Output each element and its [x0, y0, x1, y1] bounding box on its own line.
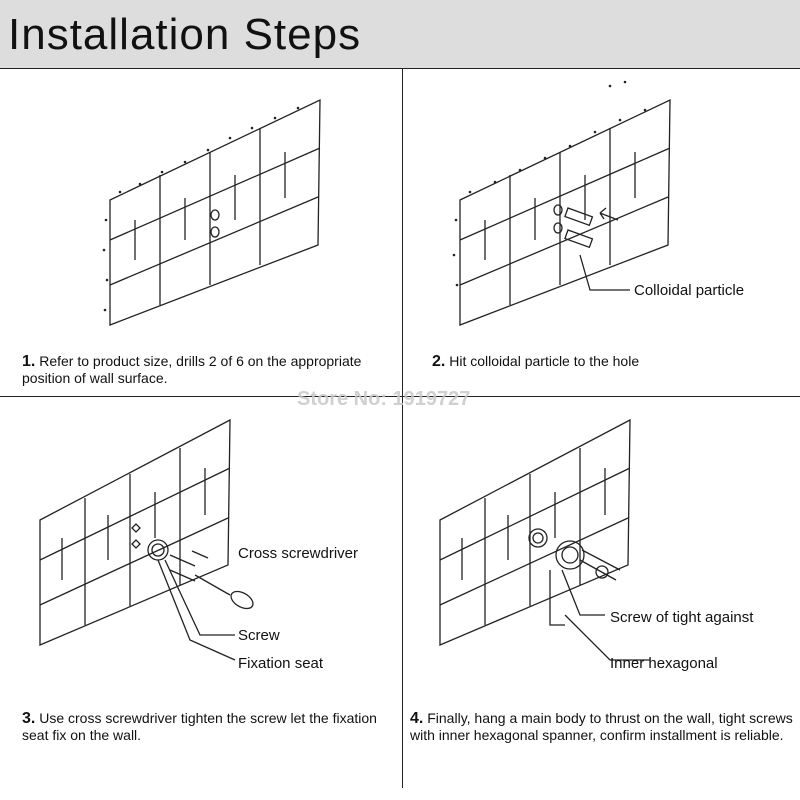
divider-top: [0, 68, 800, 69]
wall-illustration-step3: [39, 418, 254, 661]
step-text: Use cross screwdriver tighten the screw …: [22, 710, 377, 743]
step-text: Hit colloidal particle to the hole: [449, 353, 640, 369]
label-fixation-seat: Fixation seat: [238, 655, 324, 672]
store-watermark: Store No: 1919727: [297, 388, 471, 410]
wall-illustration-step1: [102, 98, 321, 326]
divider-vertical: [402, 68, 403, 788]
step-number: 1.: [22, 353, 36, 370]
label-inner-hexagonal: Inner hexagonal: [610, 655, 718, 672]
wall-illustration-step4: [439, 418, 650, 661]
step-1-caption: 1. Refer to product size, drills 2 of 6 …: [22, 353, 392, 387]
step-number: 3.: [22, 710, 36, 727]
step-2-caption: 2. Hit colloidal particle to the hole: [432, 353, 792, 370]
divider-middle: [0, 396, 800, 397]
label-cross-screwdriver: Cross screwdriver: [238, 545, 359, 562]
step-3-caption: 3. Use cross screwdriver tighten the scr…: [22, 710, 400, 744]
wall-illustration-step2: [452, 80, 671, 326]
label-colloidal-particle: Colloidal particle: [634, 282, 745, 299]
step-number: 2.: [432, 353, 446, 370]
step-number: 4.: [410, 710, 424, 727]
step-4-caption: 4. Finally, hang a main body to thrust o…: [410, 710, 795, 744]
step-text: Refer to product size, drills 2 of 6 on …: [22, 353, 362, 386]
step-text: Finally, hang a main body to thrust on t…: [410, 710, 793, 743]
header-bar: Installation Steps: [0, 0, 800, 68]
label-screw-tight-against: Screw of tight against: [610, 609, 754, 626]
label-screw: Screw: [238, 627, 280, 644]
page-title: Installation Steps: [8, 10, 362, 59]
